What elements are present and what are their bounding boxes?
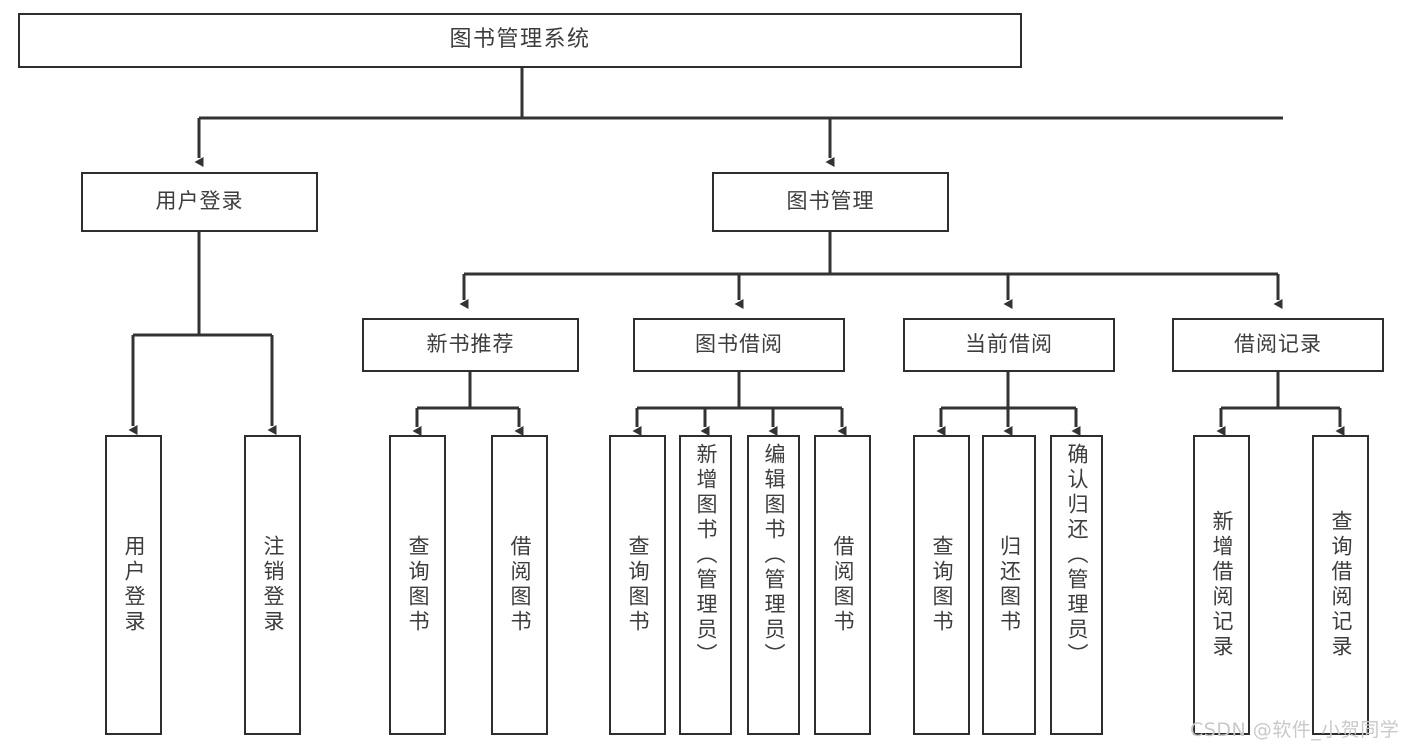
node-leaf-query-book-1[interactable]: 查询图书 [389, 435, 446, 735]
node-root-label: 图书管理系统 [449, 27, 591, 53]
node-leaf-add-book-label: 新增图书（管理员） [694, 443, 718, 668]
node-leaf-query-book-1-label: 查询图书 [406, 535, 430, 635]
node-leaf-user-login-label: 用户登录 [122, 535, 146, 635]
node-user-login-label: 用户登录 [155, 189, 244, 214]
node-leaf-query-record[interactable]: 查询借阅记录 [1312, 435, 1369, 735]
node-leaf-borrow-book-2[interactable]: 借阅图书 [814, 435, 871, 735]
node-leaf-query-record-label: 查询借阅记录 [1329, 510, 1353, 660]
node-root[interactable]: 图书管理系统 [18, 13, 1022, 68]
node-leaf-return-book-label: 归还图书 [997, 535, 1022, 635]
node-leaf-return-book[interactable]: 归还图书 [982, 435, 1036, 735]
node-leaf-logout-login-label: 注销登录 [261, 535, 285, 635]
node-book-borrow[interactable]: 图书借阅 [633, 318, 845, 372]
node-leaf-borrow-book-2-label: 借阅图书 [831, 535, 855, 635]
node-new-book-recommend-label: 新书推荐 [426, 332, 515, 357]
node-borrow-record-label: 借阅记录 [1234, 332, 1322, 357]
node-leaf-add-book[interactable]: 新增图书（管理员） [679, 435, 732, 735]
node-current-borrow-label: 当前借阅 [965, 332, 1053, 357]
node-leaf-add-record[interactable]: 新增借阅记录 [1193, 435, 1250, 735]
node-leaf-logout-login[interactable]: 注销登录 [244, 435, 301, 735]
node-new-book-recommend[interactable]: 新书推荐 [362, 318, 579, 372]
node-leaf-confirm-return-label: 确认归还（管理员） [1065, 443, 1089, 668]
node-current-borrow[interactable]: 当前借阅 [903, 318, 1115, 372]
node-leaf-borrow-book-1[interactable]: 借阅图书 [491, 435, 548, 735]
node-book-manage-label: 图书管理 [786, 189, 875, 214]
node-leaf-borrow-book-1-label: 借阅图书 [508, 535, 532, 635]
node-book-manage[interactable]: 图书管理 [712, 172, 949, 232]
watermark: CSDN @软件_小贺同学 [1190, 719, 1400, 741]
node-leaf-add-record-label: 新增借阅记录 [1210, 510, 1234, 660]
node-leaf-query-book-2-label: 查询图书 [626, 535, 650, 635]
node-book-borrow-label: 图书借阅 [695, 332, 783, 357]
node-leaf-confirm-return[interactable]: 确认归还（管理员） [1050, 435, 1103, 735]
node-leaf-user-login[interactable]: 用户登录 [105, 435, 162, 735]
node-user-login[interactable]: 用户登录 [81, 172, 318, 232]
node-leaf-query-book-3[interactable]: 查询图书 [913, 435, 970, 735]
node-borrow-record[interactable]: 借阅记录 [1172, 318, 1384, 372]
node-leaf-edit-book[interactable]: 编辑图书（管理员） [747, 435, 800, 735]
node-leaf-query-book-2[interactable]: 查询图书 [609, 435, 666, 735]
node-leaf-query-book-3-label: 查询图书 [930, 535, 954, 635]
node-leaf-edit-book-label: 编辑图书（管理员） [762, 443, 786, 668]
